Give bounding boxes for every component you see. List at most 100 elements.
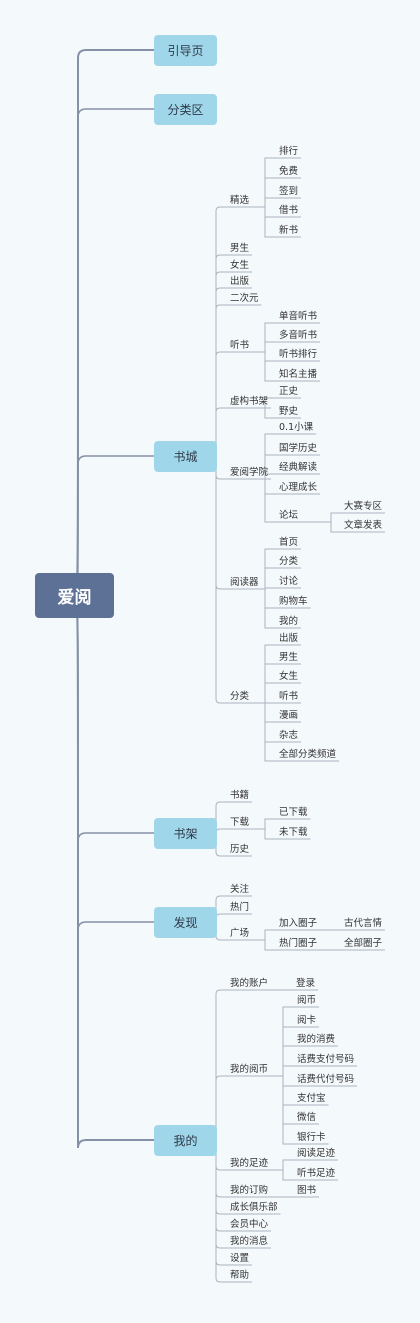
node-label[interactable]: 未下载: [279, 827, 308, 838]
node-label[interactable]: 知名主播: [279, 369, 318, 380]
node-label[interactable]: 全部圈子: [344, 938, 383, 949]
trunk-connector: [73, 595, 154, 931]
node-label[interactable]: 女生: [279, 671, 299, 682]
node-label[interactable]: 话费代付号码: [297, 1074, 355, 1085]
node-label[interactable]: 登录: [296, 978, 316, 989]
root-node[interactable]: 爱阅: [35, 573, 114, 618]
node-label[interactable]: 首页: [279, 537, 299, 548]
node-label[interactable]: 心理成长: [279, 482, 318, 493]
node-label[interactable]: 听书足迹: [297, 1168, 336, 1179]
node-label[interactable]: 听书: [230, 340, 250, 351]
level2-connector: [264, 478, 302, 523]
node-label[interactable]: 全部分类频道: [279, 749, 337, 760]
node-label[interactable]: 支付宝: [297, 1093, 326, 1104]
node-label[interactable]: 讨论: [279, 576, 299, 587]
node-label[interactable]: 微信: [297, 1112, 317, 1123]
node-label[interactable]: 我的消息: [230, 1236, 269, 1247]
trunk-connector: [73, 108, 154, 597]
branch-node-5[interactable]: 我的: [154, 1125, 217, 1156]
node-label[interactable]: 男生: [279, 652, 299, 663]
node-label[interactable]: 话费支付号码: [297, 1054, 355, 1065]
level2-connector: [252, 828, 311, 840]
node-label[interactable]: 阅币: [297, 995, 317, 1006]
node-label[interactable]: 成长俱乐部: [230, 1202, 278, 1213]
level1-connector: [215, 407, 272, 457]
node-label[interactable]: 新书: [279, 225, 299, 236]
node-label[interactable]: 银行卡: [297, 1132, 326, 1143]
node-label[interactable]: 历史: [230, 844, 250, 855]
node-label[interactable]: 论坛: [279, 510, 299, 521]
node-label[interactable]: 购物车: [279, 596, 308, 607]
level2-connector: [271, 1169, 339, 1181]
node-label[interactable]: 我的订购: [230, 1185, 269, 1196]
node-label[interactable]: 阅卡: [297, 1015, 317, 1026]
node-label[interactable]: 阅读器: [230, 577, 259, 588]
node-label[interactable]: 我的足迹: [230, 1158, 269, 1169]
node-label[interactable]: 免费: [279, 166, 299, 177]
node-label[interactable]: 已下载: [279, 807, 308, 818]
level2-connector: [252, 206, 302, 238]
level2-connector: [252, 939, 321, 951]
level3-connector: [301, 521, 386, 533]
node-label[interactable]: 多音听书: [279, 330, 318, 341]
node-label[interactable]: 二次元: [230, 293, 259, 304]
node-label[interactable]: 我的阅币: [230, 1064, 269, 1075]
node-label[interactable]: 分类: [230, 691, 250, 702]
level1-connector: [215, 913, 253, 923]
node-label[interactable]: 爱阅学院: [230, 467, 269, 478]
branch-node-3[interactable]: 书架: [154, 818, 217, 849]
node-label[interactable]: 关注: [230, 884, 250, 895]
node-label[interactable]: 听书: [279, 691, 299, 702]
node-label[interactable]: 我的: [279, 616, 299, 627]
node-label[interactable]: 漫画: [279, 710, 299, 721]
node-label[interactable]: 图书: [297, 1185, 317, 1196]
node-label[interactable]: 书籍: [230, 790, 250, 801]
node-label[interactable]: 0.1小课: [279, 422, 314, 433]
node-label[interactable]: 借书: [279, 205, 299, 216]
node-label[interactable]: 设置: [230, 1253, 250, 1264]
node-label[interactable]: 文章发表: [344, 520, 383, 531]
trunk-connector: [73, 49, 154, 597]
level1-connector: [215, 828, 253, 834]
node-label[interactable]: 精选: [230, 195, 250, 206]
trunk-connector: [73, 595, 154, 842]
branch-node-0[interactable]: 引导页: [154, 35, 217, 66]
node-label[interactable]: 加入圈子: [279, 918, 318, 929]
node-label[interactable]: 出版: [279, 633, 299, 644]
node-label[interactable]: 出版: [230, 276, 250, 287]
node-label[interactable]: 热门: [230, 902, 250, 913]
node-label[interactable]: 大赛专区: [344, 501, 383, 512]
level2-connector: [261, 588, 302, 629]
node-label[interactable]: 下载: [230, 817, 250, 828]
node-label[interactable]: 经典解读: [279, 462, 318, 473]
node-label[interactable]: 排行: [279, 146, 299, 157]
node-label[interactable]: 杂志: [279, 730, 299, 741]
node-label[interactable]: 签到: [279, 186, 299, 197]
node-label[interactable]: 女生: [230, 260, 250, 271]
node-label[interactable]: 我的消费: [297, 1034, 336, 1045]
node-label[interactable]: 古代言情: [344, 918, 383, 929]
level1-connector: [215, 1075, 272, 1141]
node-label[interactable]: 国学历史: [279, 443, 318, 454]
branch-node-1[interactable]: 分类区: [154, 94, 217, 125]
node-label[interactable]: 我的账户: [230, 978, 269, 989]
node-label[interactable]: 野史: [279, 406, 299, 417]
node-label[interactable]: 分类: [279, 556, 299, 567]
node-label[interactable]: 会员中心: [230, 1219, 269, 1230]
node-label[interactable]: 听书排行: [279, 349, 318, 360]
node-label[interactable]: 阅读足迹: [297, 1148, 336, 1159]
node-label[interactable]: 男生: [230, 243, 250, 254]
node-label[interactable]: 正史: [279, 386, 299, 397]
trunk-connector: [73, 595, 154, 1149]
branch-node-4[interactable]: 发现: [154, 907, 217, 938]
node-label[interactable]: 虚构书架: [230, 396, 269, 407]
level2-connector: [252, 702, 340, 762]
node-label[interactable]: 帮助: [230, 1270, 250, 1281]
node-label[interactable]: 热门圈子: [279, 938, 318, 949]
level2-connector: [271, 1075, 329, 1145]
level2-connector: [252, 351, 321, 382]
level2-connector: [261, 587, 302, 590]
node-label[interactable]: 广场: [230, 928, 250, 939]
branch-node-2[interactable]: 书城: [154, 441, 217, 472]
node-label[interactable]: 单音听书: [279, 311, 318, 322]
